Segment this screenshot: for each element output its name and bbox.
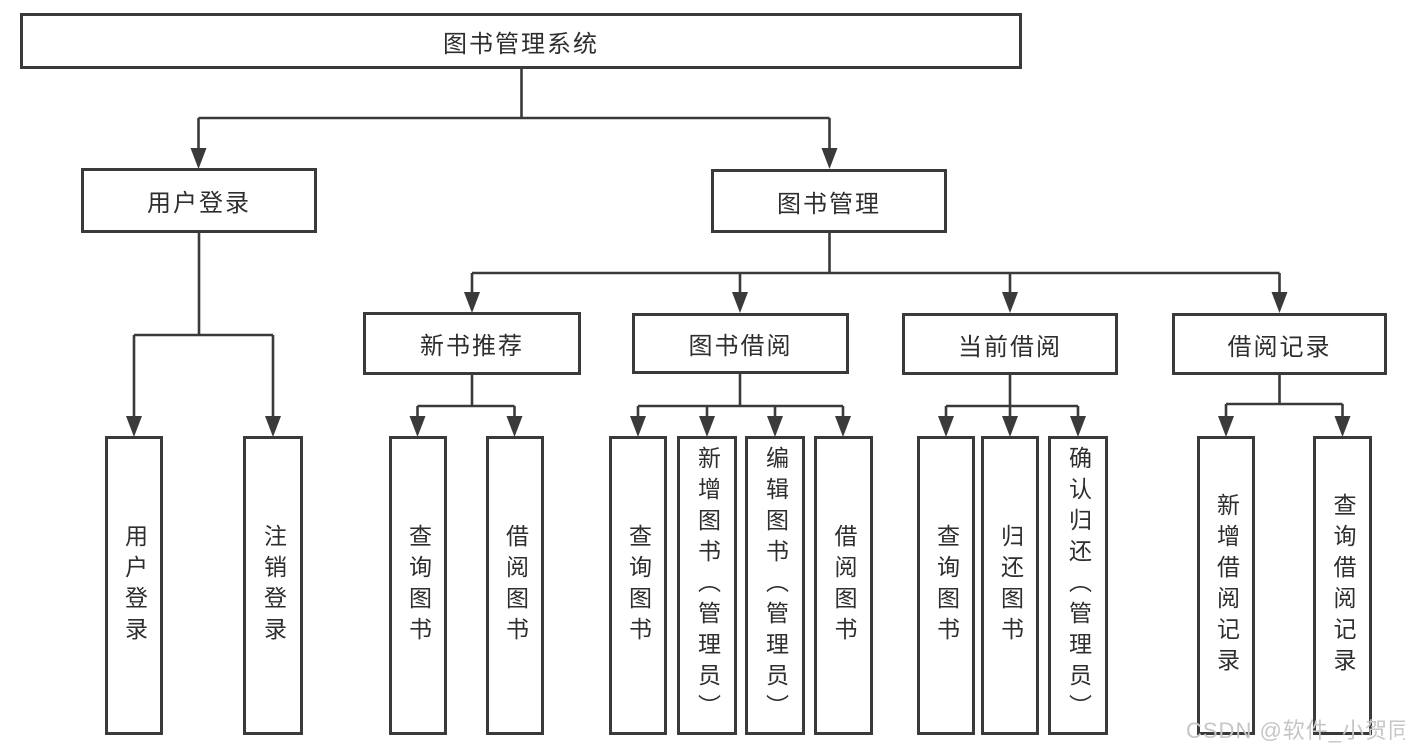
arrowhead-icon: [1271, 292, 1288, 313]
arrowhead-icon: [835, 416, 851, 437]
node-borrow-record: 借阅记录: [1172, 313, 1387, 375]
arrowhead-icon: [506, 416, 523, 437]
node-label: 图书管理: [777, 190, 881, 218]
arrowhead-icon: [190, 148, 207, 169]
node-label: 用户登录: [121, 523, 148, 648]
node-label: 图书管理系统: [443, 30, 599, 58]
node-label: 借阅记录: [1227, 333, 1332, 361]
node-label: 查询图书: [933, 523, 960, 648]
arrowhead-icon: [464, 292, 480, 313]
node-label: 确认归还（管理员）: [1065, 446, 1092, 725]
node-label: 借阅图书: [831, 523, 857, 648]
arrowhead-icon: [265, 416, 281, 437]
node-new-book-recommend: 新书推荐: [363, 312, 581, 375]
node-label: 借阅图书: [502, 523, 529, 648]
node-leaf-query-books-borrow: 查询图书: [609, 436, 667, 735]
arrowhead-icon: [630, 416, 646, 437]
csdn-watermark: CSDN @软件_小贺同学: [1186, 718, 1405, 743]
node-book-management-module: 图书管理: [711, 169, 947, 233]
node-label: 查询借阅记录: [1330, 492, 1356, 679]
node-label: 新增借阅记录: [1213, 492, 1240, 679]
node-leaf-edit-books-admin: 编辑图书（管理员）: [745, 436, 805, 735]
node-library-management-system: 图书管理系统: [20, 13, 1022, 69]
node-label: 图书借阅: [688, 333, 793, 360]
node-label: 查询图书: [405, 523, 432, 648]
node-leaf-query-books-recommend: 查询图书: [389, 436, 447, 735]
node-label: 注销登录: [260, 523, 287, 648]
arrowhead-icon: [767, 416, 783, 437]
connector-current-borrow-branch: [944, 375, 1080, 418]
node-label: 归还图书: [997, 523, 1024, 648]
node-label: 新增图书（管理员）: [694, 446, 721, 725]
arrowhead-icon: [699, 416, 715, 437]
arrowhead-icon: [1070, 416, 1086, 437]
node-leaf-confirm-return-admin: 确认归还（管理员）: [1048, 436, 1108, 735]
node-label: 用户登录: [147, 190, 251, 217]
arrowhead-icon: [1218, 416, 1234, 437]
node-current-borrow: 当前借阅: [902, 313, 1118, 375]
connector-book-borrow-branch: [636, 374, 845, 418]
arrowhead-icon: [732, 292, 748, 313]
node-leaf-query-books-current: 查询图书: [917, 436, 975, 735]
connector-borrow-record-branch: [1224, 375, 1344, 418]
node-leaf-add-borrow-record: 新增借阅记录: [1197, 436, 1255, 735]
node-leaf-borrow-books: 借阅图书: [814, 436, 873, 735]
connector-user-login-branch: [132, 233, 275, 418]
node-label: 新书推荐: [420, 333, 524, 360]
connector-book-management-branch: [470, 233, 1281, 294]
arrowhead-icon: [938, 416, 954, 437]
node-label: 当前借阅: [958, 333, 1062, 361]
node-label: 编辑图书（管理员）: [762, 446, 789, 725]
node-leaf-borrow-books-recommend: 借阅图书: [486, 436, 544, 735]
arrowhead-icon: [126, 416, 142, 437]
node-book-borrow: 图书借阅: [632, 313, 849, 374]
node-leaf-user-login: 用户登录: [105, 436, 163, 735]
connector-root-to-level2: [197, 69, 831, 150]
arrowhead-icon: [821, 148, 838, 169]
node-leaf-add-books-admin: 新增图书（管理员）: [677, 436, 737, 735]
node-user-login-module: 用户登录: [81, 168, 317, 233]
node-leaf-query-borrow-record: 查询借阅记录: [1313, 436, 1372, 735]
arrowhead-icon: [1002, 416, 1018, 437]
connector-new-book-branch: [416, 375, 516, 418]
arrowhead-icon: [1334, 416, 1351, 437]
arrowhead-icon: [1002, 292, 1018, 313]
arrowhead-icon: [409, 416, 426, 437]
node-leaf-logout: 注销登录: [243, 436, 303, 735]
node-label: 查询图书: [625, 523, 652, 648]
node-leaf-return-books: 归还图书: [981, 436, 1039, 735]
